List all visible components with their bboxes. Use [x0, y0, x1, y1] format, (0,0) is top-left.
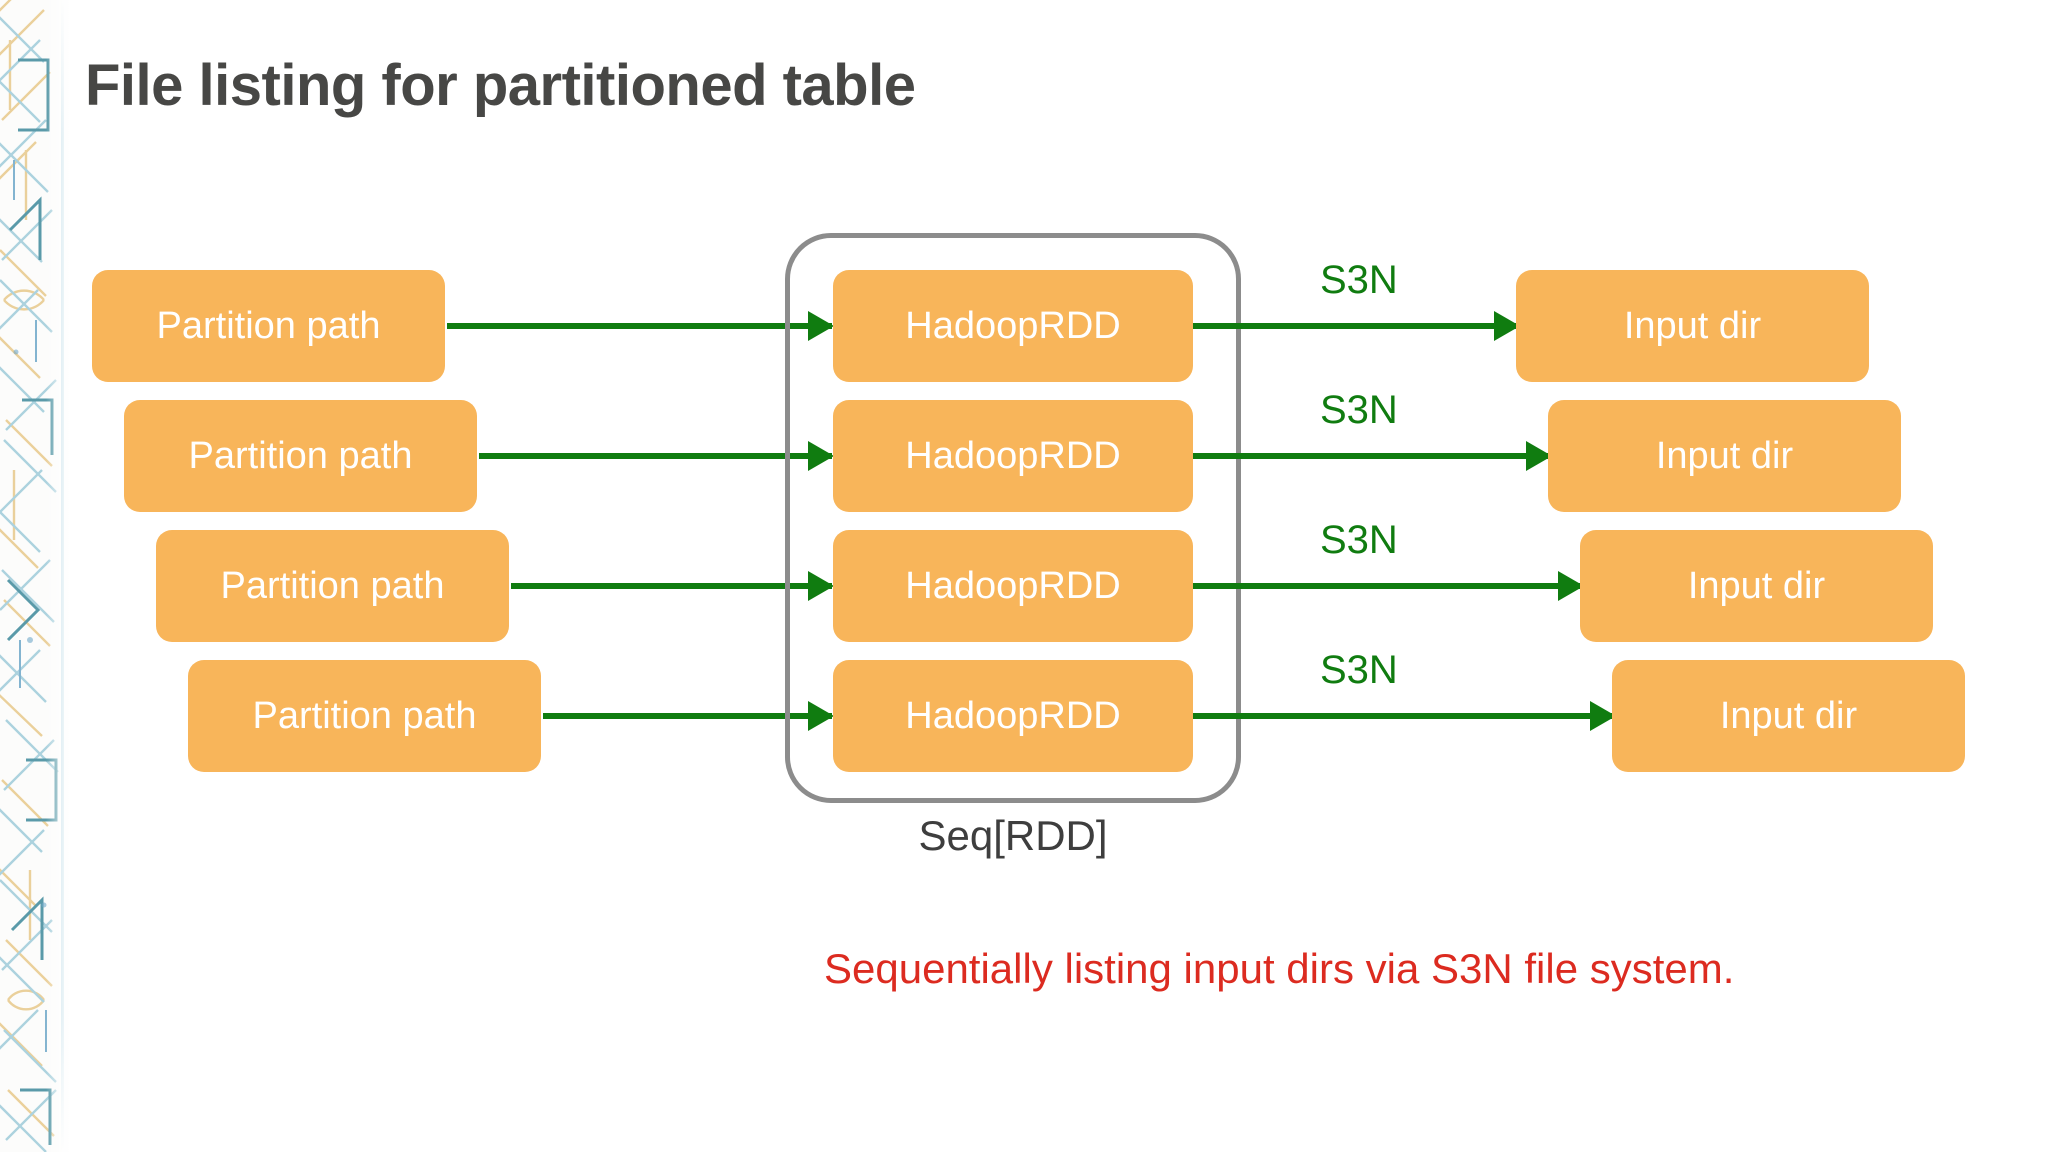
input-dir-box-1[interactable]: Input dir	[1516, 270, 1869, 382]
hadooprdd-box-2[interactable]: HadoopRDD	[833, 400, 1193, 512]
partition-path-box-1[interactable]: Partition path	[92, 270, 445, 382]
partition-path-label: Partition path	[252, 694, 477, 737]
input-dir-box-2[interactable]: Input dir	[1548, 400, 1901, 512]
arrow-hadooprdd-to-inputdir-1	[1193, 323, 1518, 329]
arrow-partition-to-hadooprdd-4	[543, 713, 832, 719]
hadooprdd-label: HadoopRDD	[905, 564, 1121, 607]
hadooprdd-box-4[interactable]: HadoopRDD	[833, 660, 1193, 772]
arrow-partition-to-hadooprdd-3	[511, 583, 832, 589]
page-title: File listing for partitioned table	[85, 53, 916, 118]
partition-path-label: Partition path	[188, 434, 413, 477]
partition-path-label: Partition path	[220, 564, 445, 607]
input-dir-box-3[interactable]: Input dir	[1580, 530, 1933, 642]
arrow-partition-to-hadooprdd-1	[447, 323, 832, 329]
hadooprdd-box-3[interactable]: HadoopRDD	[833, 530, 1193, 642]
hadooprdd-label: HadoopRDD	[905, 304, 1121, 347]
arrow-partition-to-hadooprdd-2	[479, 453, 832, 459]
seq-rdd-container	[785, 233, 1241, 803]
input-dir-label: Input dir	[1655, 434, 1794, 477]
s3n-label-4: S3N	[1320, 648, 1398, 692]
s3n-label-2: S3N	[1320, 388, 1398, 432]
hadooprdd-box-1[interactable]: HadoopRDD	[833, 270, 1193, 382]
arrow-hadooprdd-to-inputdir-2	[1193, 453, 1550, 459]
s3n-label-1: S3N	[1320, 258, 1398, 302]
hadooprdd-label: HadoopRDD	[905, 434, 1121, 477]
partition-path-box-2[interactable]: Partition path	[124, 400, 477, 512]
arrow-hadooprdd-to-inputdir-3	[1193, 583, 1582, 589]
seq-rdd-label: Seq[RDD]	[918, 812, 1108, 859]
input-dir-box-4[interactable]: Input dir	[1612, 660, 1965, 772]
partition-path-box-3[interactable]: Partition path	[156, 530, 509, 642]
decorative-side-strip	[0, 0, 76, 1152]
hadooprdd-label: HadoopRDD	[905, 694, 1121, 737]
arrow-hadooprdd-to-inputdir-4	[1193, 713, 1614, 719]
s3n-label-3: S3N	[1320, 518, 1398, 562]
input-dir-label: Input dir	[1719, 694, 1858, 737]
partition-path-box-4[interactable]: Partition path	[188, 660, 541, 772]
strip-fade-overlay	[46, 0, 76, 1152]
summary-caption: Sequentially listing input dirs via S3N …	[824, 945, 1735, 992]
input-dir-label: Input dir	[1623, 304, 1762, 347]
input-dir-label: Input dir	[1687, 564, 1826, 607]
partition-path-label: Partition path	[156, 304, 381, 347]
